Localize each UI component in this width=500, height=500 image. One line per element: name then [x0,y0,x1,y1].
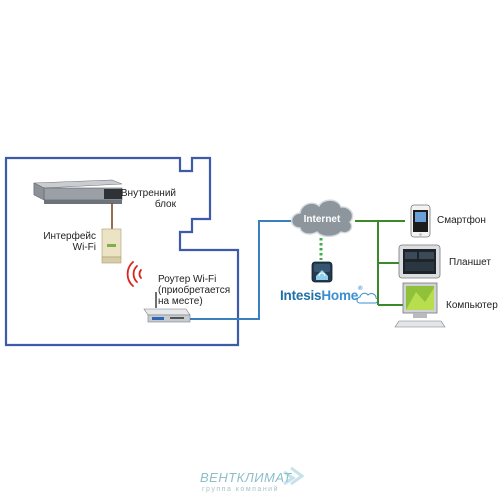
tablet-icon [398,244,441,279]
intesishome-brand: IntesisHome® [280,286,363,303]
device-label-computer: Компьютер [446,300,498,311]
router-label: Роутер Wi-Fi (приобретается на месте) [158,274,231,307]
router-icon [143,292,191,323]
router-internet-link [190,220,297,320]
intesishome-app-icon [311,261,333,283]
wifi-interface-icon [101,228,122,264]
brand-part-home: Home [321,288,359,303]
brand-registered-mark: ® [358,286,363,292]
brand-part-intesis: Intesis [280,288,322,303]
wifi-signal-icon [126,261,142,287]
internet-cloud-icon [291,199,354,238]
internet-cloud-label: Internet [303,214,341,225]
smartphone-icon [410,204,431,238]
device-label-tablet: Планшет [449,257,491,268]
watermark-logo-icon [283,466,305,486]
device-links [355,220,405,306]
watermark-tagline: группа компаний [202,486,280,493]
building-outline [4,156,240,347]
wifi-interface-label: Интерфейс Wi-Fi [43,231,96,253]
device-label-smartphone: Смартфон [437,215,486,226]
computer-icon [394,282,446,328]
watermark-brand: ВЕНТКЛИМАТ [200,470,292,485]
indoor-unit-icon [33,179,123,204]
indoor-unit-label: Внутренний блок [120,188,176,210]
